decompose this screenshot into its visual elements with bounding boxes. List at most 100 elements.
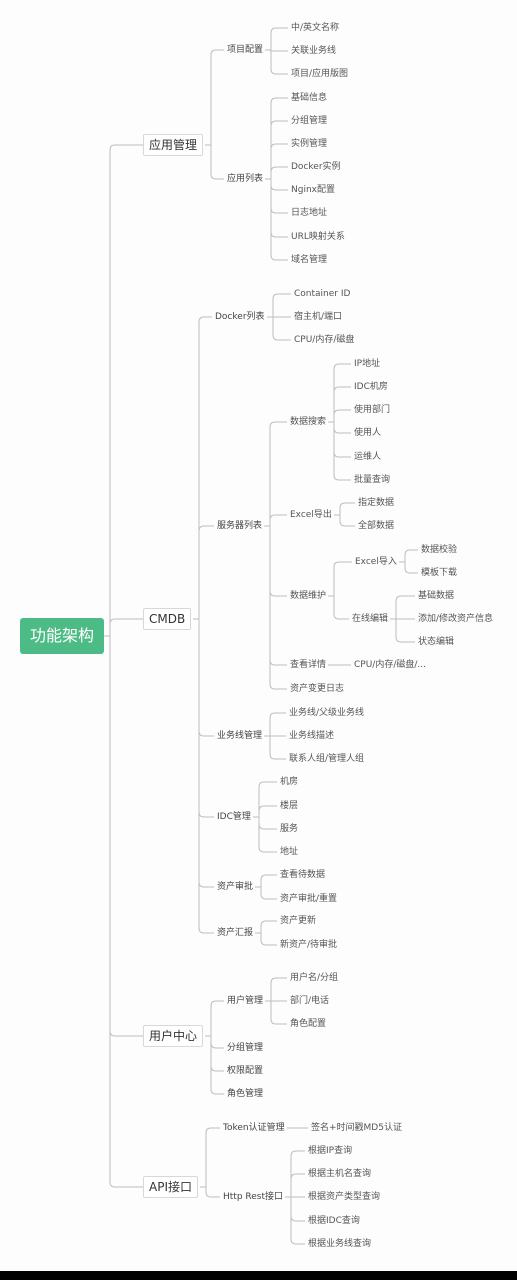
mindmap-node-b1[interactable]: CMDB — [143, 608, 192, 630]
mindmap-node-b3-c1-c4[interactable]: 根据业务线查询 — [308, 1239, 372, 1249]
mindmap-node-b1-c1-c4[interactable]: 资产变更日志 — [290, 684, 345, 694]
mindmap-node-b1-c0-c1[interactable]: 宿主机/端口 — [294, 312, 343, 322]
mindmap-node-b1-c1[interactable]: 服务器列表 — [217, 521, 263, 531]
mindmap-node-b1-c1-c3[interactable]: 查看详情 — [290, 660, 327, 670]
connector-line — [265, 178, 288, 238]
connector-line — [328, 421, 351, 481]
mindmap-node-b2[interactable]: 用户中心 — [143, 1025, 204, 1047]
mindmap-node-b1-c1-c2-c0-c0[interactable]: 数据校验 — [421, 545, 458, 555]
mindmap-node-b1-c1-c3-c0[interactable]: CPU/内存/磁盘/... — [354, 660, 426, 670]
mindmap-node-b1-c0-c0[interactable]: Container ID — [294, 289, 351, 299]
connector-line — [193, 525, 214, 620]
mindmap-node-b0-c1-c5[interactable]: 日志地址 — [291, 208, 328, 218]
mindmap-node-b1-c4-c0[interactable]: 查看待数据 — [280, 870, 326, 880]
connector-line — [328, 421, 351, 434]
mindmap-node-b2-c2[interactable]: 权限配置 — [227, 1066, 264, 1076]
mindmap-node-b3-c0[interactable]: Token认证管理 — [223, 1123, 285, 1133]
mindmap-node-b1-c1-c1-c1[interactable]: 全部数据 — [358, 521, 395, 531]
connector-line — [264, 735, 286, 760]
mindmap-node-b0-c1-c7[interactable]: 域名管理 — [291, 255, 328, 265]
mindmap-node-b1-c1-c0-c2[interactable]: 使用部门 — [354, 405, 391, 415]
connector-line — [328, 561, 352, 597]
connector-line — [255, 886, 277, 900]
mindmap-node-b1-c1-c0-c4[interactable]: 运维人 — [354, 452, 382, 462]
connector-line — [205, 1035, 224, 1095]
mindmap-node-b1-c0[interactable]: Docker列表 — [215, 312, 265, 322]
mindmap-node-b2-c3[interactable]: 角色管理 — [227, 1089, 264, 1099]
mindmap-node-b1-c5-c1[interactable]: 新资产/待审批 — [280, 940, 338, 950]
mindmap-node-b1-c1-c0-c3[interactable]: 使用人 — [354, 428, 382, 438]
mindmap-node-b0-c0-c1[interactable]: 关联业务线 — [291, 46, 337, 56]
mindmap-node-b1-c2[interactable]: 业务线管理 — [217, 731, 263, 741]
connector-line — [265, 27, 288, 51]
mindmap-node-b1-c1-c2-c1[interactable]: 在线编辑 — [352, 614, 389, 624]
connector-line — [205, 1000, 224, 1037]
mindmap-node-b1-c1-c1[interactable]: Excel导出 — [290, 510, 332, 520]
mindmap-node-b0-c1-c0[interactable]: 基础信息 — [291, 93, 328, 103]
mindmap-node-b0-c1-c4[interactable]: Nginx配置 — [291, 185, 335, 195]
mindmap-node-b1-c2-c0[interactable]: 业务线/父级业务线 — [289, 708, 365, 718]
connector-line — [253, 781, 277, 818]
connector-line — [265, 178, 288, 191]
mindmap-node-b3-c1-c3[interactable]: 根据IDC查询 — [308, 1216, 360, 1226]
mindmap-node-b1-c3[interactable]: IDC管理 — [217, 812, 251, 822]
mindmap-node-b0-c1-c6[interactable]: URL映射关系 — [291, 232, 345, 242]
mindmap-node-b1-c1-c2[interactable]: 数据维护 — [290, 591, 327, 601]
connector-line — [253, 816, 277, 830]
mindmap-node-b1-c2-c1[interactable]: 业务线描述 — [289, 731, 335, 741]
mindmap-node-b1-c0-c2[interactable]: CPU/内存/磁盘 — [294, 335, 355, 345]
mindmap-node-b0-c0-c2[interactable]: 项目/应用版图 — [291, 69, 349, 79]
mindmap-node-b1-c1-c0-c1[interactable]: IDC机房 — [354, 382, 388, 392]
connector-line — [193, 316, 212, 620]
mindmap-node-b0-c1[interactable]: 应用列表 — [227, 174, 264, 184]
mindmap-node-b0-c1-c2[interactable]: 实例管理 — [291, 139, 328, 149]
mindmap-node-b2-c0-c0[interactable]: 用户名/分组 — [290, 973, 339, 983]
root-node[interactable]: 功能架构 — [20, 618, 105, 654]
mindmap-node-b0-c1-c3[interactable]: Docker实例 — [291, 162, 341, 172]
connector-line — [285, 1196, 305, 1245]
mindmap-node-b2-c0-c2[interactable]: 角色配置 — [290, 1019, 327, 1029]
connector-line — [399, 549, 418, 563]
mindmap-node-b1-c1-c0-c5[interactable]: 批量查询 — [354, 475, 391, 485]
mindmap-node-b1-c1-c0[interactable]: 数据搜索 — [290, 417, 327, 427]
connector-line — [265, 120, 288, 180]
mindmap-node-b1-c3-c0[interactable]: 机房 — [280, 777, 299, 787]
mindmap-node-b1-c5[interactable]: 资产汇报 — [217, 928, 254, 938]
connector-line — [264, 514, 287, 527]
mindmap-node-b1-c1-c2-c1-c0[interactable]: 基础数据 — [418, 591, 455, 601]
connector-line — [205, 144, 224, 180]
connector-line — [328, 409, 351, 423]
connector-line — [104, 618, 143, 637]
mindmap-node-b1-c1-c2-c0-c1[interactable]: 模板下载 — [421, 568, 458, 578]
mindmap-node-b1-c5-c0[interactable]: 资产更新 — [280, 916, 317, 926]
mindmap-node-b1-c3-c3[interactable]: 地址 — [280, 847, 299, 857]
connector-line — [264, 712, 286, 737]
mindmap-node-b1-c4[interactable]: 资产审批 — [217, 882, 254, 892]
mindmap-node-b0-c0-c0[interactable]: 中/英文名称 — [291, 23, 340, 33]
mindmap-node-b0-c0[interactable]: 项目配置 — [227, 45, 264, 55]
mindmap-node-b1-c4-c1[interactable]: 资产审批/重置 — [280, 894, 338, 904]
mindmap-node-b3-c1-c0[interactable]: 根据IP查询 — [308, 1146, 353, 1156]
mindmap-node-b3-c0-c0[interactable]: 签名+时间戳MD5认证 — [311, 1123, 402, 1133]
mindmap-node-b0-c1-c1[interactable]: 分组管理 — [291, 116, 328, 126]
mindmap-node-b1-c2-c2[interactable]: 联系人组/管理人组 — [289, 754, 365, 764]
mindmap-node-b1-c1-c2-c0[interactable]: Excel导入 — [355, 557, 397, 567]
mindmap-node-b1-c3-c1[interactable]: 楼层 — [280, 801, 299, 811]
connector-line — [200, 1127, 220, 1188]
connector-line — [193, 618, 214, 934]
mindmap-node-b1-c1-c2-c1-c1[interactable]: 添加/修改资产信息 — [418, 614, 494, 624]
mindmap-node-b1-c3-c2[interactable]: 服务 — [280, 824, 299, 834]
mindmap-node-b3-c1[interactable]: Http Rest接口 — [223, 1192, 284, 1202]
mindmap-node-b3-c1-c2[interactable]: 根据资产类型查询 — [308, 1192, 381, 1202]
mindmap-node-b2-c0-c1[interactable]: 部门/电话 — [290, 996, 330, 1006]
mindmap-node-b3-c1-c1[interactable]: 根据主机名查询 — [308, 1169, 372, 1179]
mindmap-node-b2-c1[interactable]: 分组管理 — [227, 1043, 264, 1053]
mindmap-node-b3[interactable]: API接口 — [143, 1176, 198, 1198]
connector-line — [104, 144, 143, 637]
mindmap-node-b0[interactable]: 应用管理 — [143, 134, 204, 156]
mindmap-node-b1-c1-c0-c0[interactable]: IP地址 — [354, 359, 381, 369]
mindmap-node-b2-c0[interactable]: 用户管理 — [227, 996, 264, 1006]
mindmap-node-b1-c1-c2-c1-c2[interactable]: 状态编辑 — [418, 637, 455, 647]
connector-line — [399, 561, 418, 574]
mindmap-node-b1-c1-c1-c0[interactable]: 指定数据 — [358, 498, 395, 508]
